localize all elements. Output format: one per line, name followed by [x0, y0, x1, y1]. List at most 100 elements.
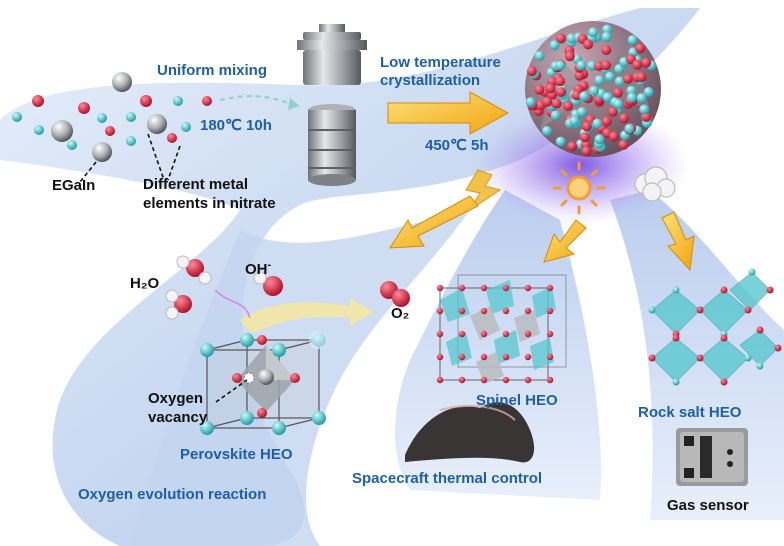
o2-label: O₂: [391, 305, 410, 322]
sphere-atom: [542, 96, 553, 107]
sphere-atom: [643, 87, 654, 97]
rocksalt-atom: [744, 306, 752, 314]
spinel-oxygen-atom: [546, 376, 554, 384]
h2o-molecule-1: [176, 255, 212, 285]
cloud-icon: [634, 166, 676, 202]
sphere-atom: [639, 104, 650, 115]
sphere-atom: [614, 64, 625, 74]
rocksalt-atom: [756, 362, 764, 370]
oer-label: Oxygen evolution reaction: [78, 486, 267, 503]
sphere-atom: [607, 106, 618, 117]
o2-molecule: [380, 281, 410, 307]
spinel-oxygen-atom: [458, 330, 466, 338]
rocksalt-atom: [744, 354, 752, 362]
sphere-atom: [602, 24, 613, 35]
oxygen-vacancy-label-line1: Oxygen: [148, 390, 204, 407]
rocksalt-atom: [766, 286, 774, 294]
arrow-to-sphere: [387, 91, 510, 135]
perovskite-label: Perovskite HEO: [180, 446, 293, 463]
rocksalt-atom: [774, 344, 782, 352]
arrow-to-perovskite: [389, 195, 479, 249]
temp-180-label: 180℃ 10h: [200, 117, 272, 134]
rocksalt-atom: [748, 268, 756, 276]
spinel-oxygen-atom: [524, 353, 532, 361]
sphere-atom: [555, 76, 566, 87]
different-metal-label-line2: elements in nitrate: [143, 195, 276, 212]
rocksalt-atom: [720, 378, 728, 386]
rocksalt-atom: [720, 334, 728, 342]
sphere-atom: [551, 98, 562, 109]
sphere-atom: [608, 131, 619, 142]
sphere-atom: [556, 87, 567, 98]
oxygen-vacancy-label-line2: vacancy: [148, 409, 208, 426]
spinel-oxygen-atom: [480, 307, 488, 315]
spinel-structure: [436, 274, 567, 384]
rocksalt-atom: [696, 354, 704, 362]
nitrate-ions: [12, 72, 212, 162]
sphere-atom: [602, 92, 613, 103]
oh-label: OH-: [245, 259, 272, 278]
temp-450-label: 450℃ 5h: [425, 137, 489, 154]
sphere-atom: [641, 57, 652, 68]
sphere-atom: [636, 72, 647, 83]
rock-salt-label: Rock salt HEO: [638, 404, 742, 421]
sun-icon: [552, 161, 606, 215]
sphere-atom: [567, 141, 578, 152]
spinel-oxygen-atom: [458, 284, 466, 292]
sphere-atom: [569, 116, 580, 127]
sphere-atom: [601, 60, 612, 71]
sphere-atom: [626, 92, 637, 103]
sphere-atom: [623, 73, 633, 84]
sphere-atom: [635, 43, 646, 54]
sphere-atom: [556, 33, 567, 44]
low-temp-label-line1: Low temperature: [380, 54, 501, 71]
sphere-atom: [614, 76, 625, 87]
egain-label: EGaIn: [52, 177, 96, 194]
sphere-atom: [601, 31, 612, 42]
sphere-atom: [579, 132, 590, 143]
sphere-atom: [579, 91, 590, 102]
spinel-oxygen-atom: [524, 284, 532, 292]
sphere-atom: [525, 97, 536, 108]
spinel-oxygen-atom: [502, 353, 510, 361]
sphere-atom: [601, 45, 612, 56]
sphere-atom: [545, 83, 556, 94]
spinel-oxygen-atom: [436, 353, 444, 361]
sphere-atom: [563, 101, 573, 111]
sphere-atom: [619, 113, 629, 124]
sphere-atom: [555, 136, 566, 147]
nanosphere-icon: [525, 21, 661, 157]
arrow-to-spinel: [543, 219, 587, 263]
different-metal-label-line1: Different metal: [143, 176, 249, 193]
oer-flow-arrow: [240, 298, 374, 334]
sphere-atom: [588, 27, 599, 38]
sphere-atom: [594, 134, 605, 145]
sphere-atom: [534, 84, 545, 95]
spinel-oxygen-atom: [546, 330, 554, 338]
sphere-atom: [574, 70, 585, 81]
spinel-oxygen-atom: [546, 353, 554, 361]
sphere-atom: [632, 59, 643, 70]
rocksalt-atom: [648, 306, 656, 314]
rocksalt-atom: [672, 286, 680, 294]
spinel-oxygen-atom: [458, 307, 466, 315]
spinel-oxygen-atom: [436, 307, 444, 315]
sphere-atom: [626, 85, 637, 96]
spinel-oxygen-atom: [480, 376, 488, 384]
low-temp-label-line2: crystallization: [380, 72, 481, 89]
spinel-oxygen-atom: [436, 330, 444, 338]
sphere-atom: [555, 60, 566, 71]
spinel-oxygen-atom: [458, 353, 466, 361]
sphere-atom: [601, 116, 612, 127]
sphere-atom: [583, 39, 594, 50]
sphere-atom: [550, 110, 561, 121]
sphere-atom: [627, 35, 638, 46]
sphere-atom: [587, 60, 597, 71]
oh-molecule: [253, 271, 283, 296]
sphere-atom: [577, 107, 587, 117]
arrow-to-rocksalt: [661, 211, 695, 272]
sphere-atom: [564, 51, 575, 62]
rocksalt-atom: [672, 334, 680, 342]
